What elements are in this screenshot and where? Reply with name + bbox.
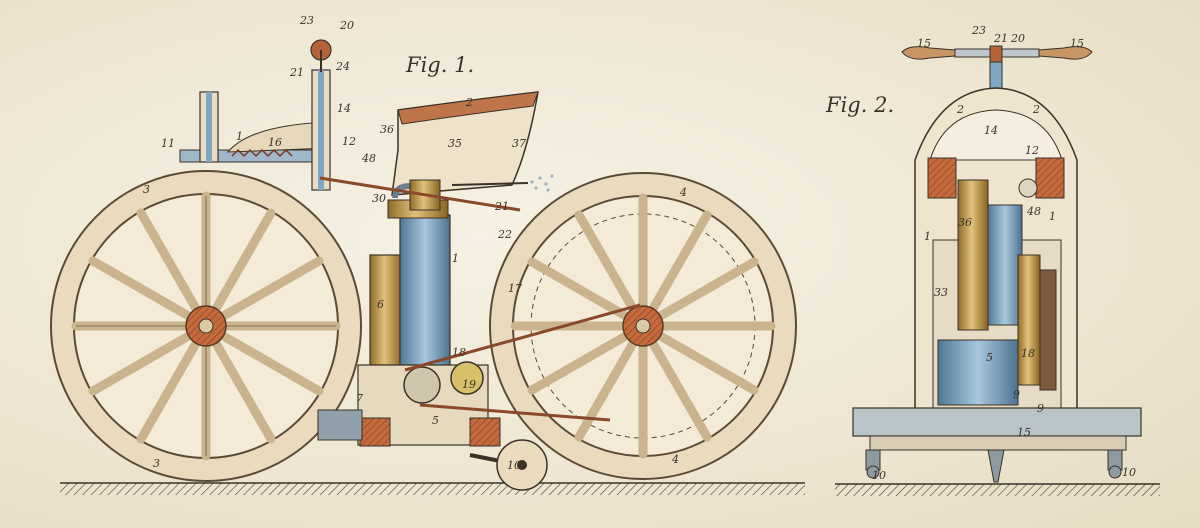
fig1-part-label: 35 <box>448 137 462 150</box>
fig1-part-label: 4 <box>679 186 687 199</box>
fig2-part-label: 12 <box>1025 144 1039 157</box>
figure-2: Fig. 2. 15 23 2120 15 2 2 14 12 1 36 48 1 33 5 18 9 9 15 1… <box>825 24 1160 496</box>
fig1-ground-hatch <box>60 483 805 495</box>
fig2-gauge <box>1019 179 1037 197</box>
fig1-right-wheel <box>490 173 796 479</box>
fig2-part-label: 15 <box>1070 37 1084 50</box>
fig1-part-label: 1 <box>236 130 243 143</box>
fig1-part-label: 5 <box>432 414 439 427</box>
fig2-part-label: 1 <box>924 230 931 243</box>
fig2-part-label: 20 <box>1010 32 1025 45</box>
fig1-part-label: 7 <box>356 392 363 405</box>
fig2-part-label: 15 <box>917 37 931 50</box>
fig1-part-label: 48 <box>361 152 376 165</box>
fig1-part-label: 6 <box>377 298 384 311</box>
fig2-title: Fig. 2. <box>825 93 894 117</box>
fig2-part-label: 2 <box>1032 103 1040 116</box>
fig1-part-label: 1 <box>452 252 459 265</box>
fig1-part-label: 20 <box>339 19 354 32</box>
fig2-flywheel-block <box>938 340 1018 405</box>
fig1-exhaust-puff <box>530 174 553 191</box>
fig1-part-label: 11 <box>161 137 175 150</box>
fig1-part-label: 3 <box>153 457 160 470</box>
fig1-part-label: 22 <box>497 228 512 241</box>
fig1-part-label: 3 <box>143 183 150 196</box>
fig2-feet <box>866 450 1122 482</box>
fig2-brass-cylinder <box>958 180 988 330</box>
fig2-part-label: 1 <box>1049 210 1056 223</box>
fig1-part-label: 23 <box>299 14 314 27</box>
fig2-blue-cylinder <box>988 205 1022 325</box>
fig1-part-label: 14 <box>337 102 351 115</box>
figure-1: Fig. 1. 23202124141211116236353748330212… <box>51 14 805 495</box>
fig1-part-label: 4 <box>671 453 679 466</box>
fig2-part-label: 10 <box>872 469 886 482</box>
fig2-part-label: 23 <box>971 24 986 37</box>
fig2-part-label: 33 <box>934 286 948 299</box>
fig2-part-label: 15 <box>1017 426 1031 439</box>
fig1-part-label: 37 <box>512 137 526 150</box>
fig2-ground-hatch <box>835 484 1160 496</box>
fig2-dark-panel <box>1040 270 1056 390</box>
fig1-title: Fig. 1. <box>405 53 474 77</box>
fig2-part-label: 10 <box>1122 466 1136 479</box>
fig1-part-label: 18 <box>452 346 466 359</box>
fig1-part-label: 10 <box>507 459 521 472</box>
fig2-side-cylinder <box>1018 255 1040 385</box>
fig1-part-label: 24 <box>335 60 350 73</box>
fig2-part-label: 21 <box>993 32 1008 45</box>
fig1-part-label: 36 <box>380 123 394 136</box>
fig2-part-label: 36 <box>958 216 972 229</box>
fig1-part-label: 19 <box>462 378 476 391</box>
fig2-part-label: 9 <box>1037 402 1044 415</box>
fig1-part-label: 21 <box>494 200 509 213</box>
fig2-part-label: 2 <box>956 103 964 116</box>
fig1-part-label: 30 <box>372 192 386 205</box>
fig2-base-plate <box>853 408 1141 436</box>
fig2-part-label: 14 <box>984 124 998 137</box>
fig2-part-label: 9 <box>1013 388 1020 401</box>
fig1-top-frame <box>180 40 331 190</box>
fig1-part-label: 2 <box>465 96 473 109</box>
fig1-left-wheel <box>51 171 361 481</box>
fig2-right-rail <box>1036 158 1064 198</box>
fig2-part-label: 5 <box>986 351 993 364</box>
fig2-left-rail <box>928 158 956 198</box>
fig2-part-label: 48 <box>1026 205 1041 218</box>
fig1-part-label: 16 <box>268 136 282 149</box>
fig1-part-label: 12 <box>342 135 356 148</box>
fig1-part-label: 21 <box>289 66 304 79</box>
fig2-part-label: 18 <box>1021 347 1035 360</box>
fig1-part-label: 17 <box>508 282 522 295</box>
fig2-base-trim <box>870 436 1126 450</box>
